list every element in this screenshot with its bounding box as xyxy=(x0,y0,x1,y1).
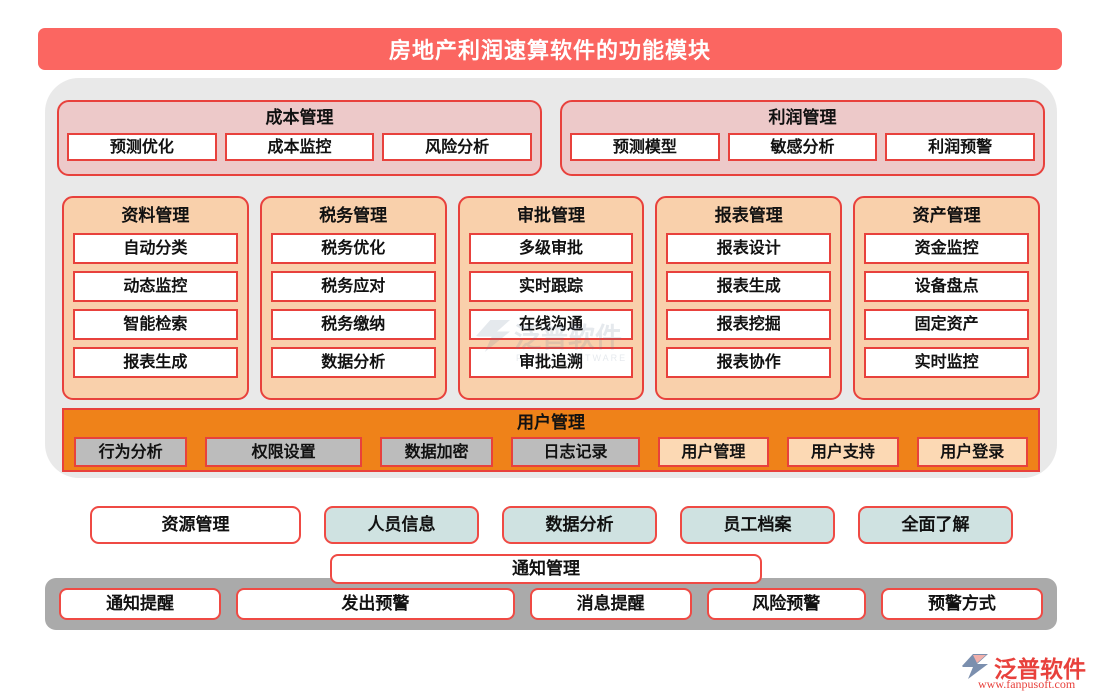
notification-item[interactable]: 风险预警 xyxy=(706,588,866,620)
pill-row: 资源管理 人员信息 数据分析 员工档案 全面了解 xyxy=(90,506,1022,544)
user-bar-item[interactable]: 行为分析 xyxy=(74,437,188,467)
brand-logo-name: 泛普软件 xyxy=(994,656,1086,682)
group-item[interactable]: 税务缴纳 xyxy=(270,309,436,340)
group-item[interactable]: 设备盘点 xyxy=(864,271,1029,302)
group-item[interactable]: 审批追溯 xyxy=(468,347,634,378)
group-title: 税务管理 xyxy=(319,206,388,225)
user-bar-item[interactable]: 用户管理 xyxy=(657,437,770,467)
notification-item[interactable]: 预警方式 xyxy=(880,588,1043,620)
user-bar-item[interactable]: 用户支持 xyxy=(787,437,899,467)
group-title: 资料管理 xyxy=(121,206,190,225)
group-title: 利润管理 xyxy=(768,108,837,127)
user-bar-item[interactable]: 用户登录 xyxy=(916,437,1028,467)
group-item[interactable]: 多级审批 xyxy=(468,233,634,264)
group-tax-management: 税务管理 税务优化 税务应对 税务缴纳 数据分析 xyxy=(259,196,447,400)
page-title: 房地产利润速算软件的功能模块 xyxy=(388,38,711,63)
top-groups-row: 成本管理 预测优化 成本监控 风险分析 利润管理 预测模型 敏感分析 利润预警 xyxy=(57,100,1045,176)
brand-logo-icon xyxy=(962,654,988,679)
group-item[interactable]: 报表生成 xyxy=(666,271,832,302)
group-item[interactable]: 预测模型 xyxy=(570,133,720,161)
group-profit-management: 利润管理 预测模型 敏感分析 利润预警 xyxy=(560,100,1045,176)
pill-employee-records[interactable]: 员工档案 xyxy=(680,506,835,544)
pill-resource-management[interactable]: 资源管理 xyxy=(90,506,301,544)
group-title: 报表管理 xyxy=(714,206,783,225)
group-report-management: 报表管理 报表设计 报表生成 报表挖掘 报表协作 xyxy=(655,196,843,400)
group-asset-management: 资产管理 资金监控 设备盘点 固定资产 实时监控 xyxy=(853,196,1040,400)
group-title: 审批管理 xyxy=(516,206,585,225)
group-item[interactable]: 报表协作 xyxy=(666,347,832,378)
group-cost-management: 成本管理 预测优化 成本监控 风险分析 xyxy=(57,100,542,176)
group-item[interactable]: 敏感分析 xyxy=(727,133,878,161)
group-approval-management: 审批管理 多级审批 实时跟踪 在线沟通 审批追溯 xyxy=(457,196,645,400)
brand-logo-url: www.fanpusoft.com xyxy=(978,677,1076,691)
notification-header[interactable]: 通知管理 xyxy=(330,554,762,584)
group-item[interactable]: 资金监控 xyxy=(864,233,1029,264)
bar-title: 用户管理 xyxy=(517,413,585,432)
notification-item[interactable]: 发出预警 xyxy=(236,588,515,620)
pill-full-overview[interactable]: 全面了解 xyxy=(858,506,1013,544)
brand-logo: 泛普软件 www.fanpusoft.com xyxy=(960,652,1095,696)
group-item[interactable]: 成本监控 xyxy=(224,133,375,161)
user-bar-item[interactable]: 数据加密 xyxy=(379,437,494,467)
group-item[interactable]: 自动分类 xyxy=(73,233,238,264)
group-item[interactable]: 报表挖掘 xyxy=(666,309,832,340)
group-item[interactable]: 固定资产 xyxy=(864,309,1029,340)
page-title-banner: 房地产利润速算软件的功能模块 xyxy=(38,28,1062,70)
group-item[interactable]: 风险分析 xyxy=(382,133,533,161)
user-management-bar: 用户管理 行为分析 权限设置 数据加密 日志记录 用户管理 用户支持 用户登录 xyxy=(62,408,1040,472)
user-bar-item[interactable]: 日志记录 xyxy=(511,437,640,467)
pill-data-analysis[interactable]: 数据分析 xyxy=(502,506,657,544)
group-title: 成本管理 xyxy=(265,108,334,127)
bar-items: 行为分析 权限设置 数据加密 日志记录 用户管理 用户支持 用户登录 xyxy=(64,437,1038,467)
user-bar-item[interactable]: 权限设置 xyxy=(205,437,362,467)
group-item[interactable]: 智能检索 xyxy=(73,309,238,340)
group-item[interactable]: 利润预警 xyxy=(885,133,1036,161)
group-item[interactable]: 税务应对 xyxy=(270,271,436,302)
group-material-management: 资料管理 自动分类 动态监控 智能检索 报表生成 xyxy=(62,196,249,400)
group-item[interactable]: 在线沟通 xyxy=(468,309,634,340)
group-item[interactable]: 税务优化 xyxy=(270,233,436,264)
pill-personnel-info[interactable]: 人员信息 xyxy=(324,506,479,544)
column-groups-row: 资料管理 自动分类 动态监控 智能检索 报表生成 税务管理 税务优化 税务应对 … xyxy=(62,196,1040,400)
group-item[interactable]: 报表设计 xyxy=(666,233,832,264)
group-item[interactable]: 数据分析 xyxy=(270,347,436,378)
notification-item[interactable]: 消息提醒 xyxy=(529,588,692,620)
group-item[interactable]: 报表生成 xyxy=(73,347,238,378)
group-items: 预测模型 敏感分析 利润预警 xyxy=(570,133,1036,161)
group-item[interactable]: 预测优化 xyxy=(67,133,217,161)
notification-items: 通知提醒 发出预警 消息提醒 风险预警 预警方式 xyxy=(59,588,1043,620)
group-item[interactable]: 实时跟踪 xyxy=(468,271,634,302)
notification-item[interactable]: 通知提醒 xyxy=(59,588,222,620)
group-title: 资产管理 xyxy=(912,206,981,225)
group-item[interactable]: 动态监控 xyxy=(73,271,238,302)
group-items: 预测优化 成本监控 风险分析 xyxy=(67,133,533,161)
group-item[interactable]: 实时监控 xyxy=(864,347,1029,378)
